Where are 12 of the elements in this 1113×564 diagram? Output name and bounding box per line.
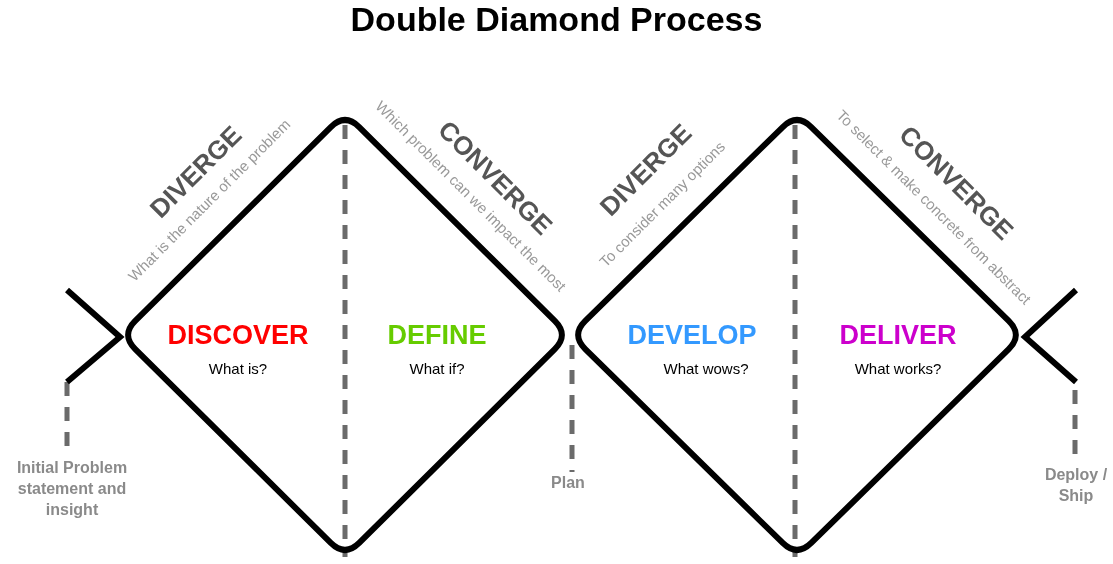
phase-question: What works?: [854, 360, 942, 377]
milestone-label: Initial Problem statement and insight: [15, 458, 129, 520]
phase-question: What wows?: [663, 360, 749, 377]
title: Double Diamond Process: [349, 0, 764, 39]
milestone-label: Plan: [550, 473, 586, 493]
milestone-label: Deploy / Ship: [1043, 465, 1109, 506]
phase-title: DELIVER: [839, 320, 957, 350]
phase-question: What if?: [409, 360, 465, 377]
phase-question: What is?: [208, 360, 268, 377]
phase-title: DEVELOP: [627, 320, 757, 350]
phase-title: DEFINE: [387, 320, 487, 350]
phase-title: DISCOVER: [167, 320, 309, 350]
